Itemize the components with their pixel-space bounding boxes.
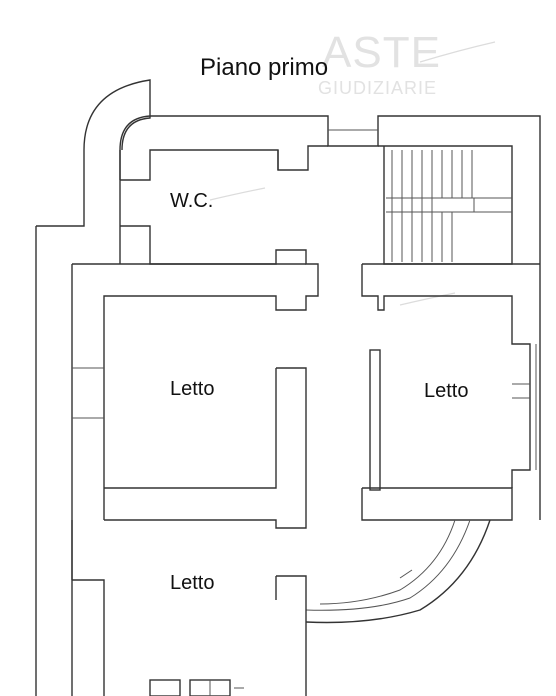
room-label-bedroom-right: Letto	[424, 380, 469, 402]
curved-balcony	[305, 519, 491, 624]
bottom-bedroom-walls	[72, 575, 307, 696]
curved-exterior-wall-left	[35, 79, 151, 696]
top-outer-wall	[150, 115, 541, 520]
right-bedroom-walls	[361, 263, 540, 521]
wc-room-walls	[119, 145, 328, 265]
room-label-wc: W.C.	[170, 190, 214, 212]
watermark-swoosh-small-2	[399, 292, 456, 306]
staircase	[378, 145, 513, 265]
room-label-bedroom-left: Letto	[170, 378, 215, 400]
watermark-swoosh-small-1	[209, 187, 266, 201]
watermark-sub: GIUDIZIARIE	[318, 78, 438, 98]
left-block-walls	[71, 249, 319, 696]
watermark-brand: ASTE	[322, 28, 441, 77]
left-bedroom-walls	[71, 367, 307, 580]
watermark-swoosh	[419, 41, 496, 63]
plan-title: Piano primo	[200, 54, 329, 81]
room-label-bedroom-bottom: Letto	[170, 572, 215, 594]
